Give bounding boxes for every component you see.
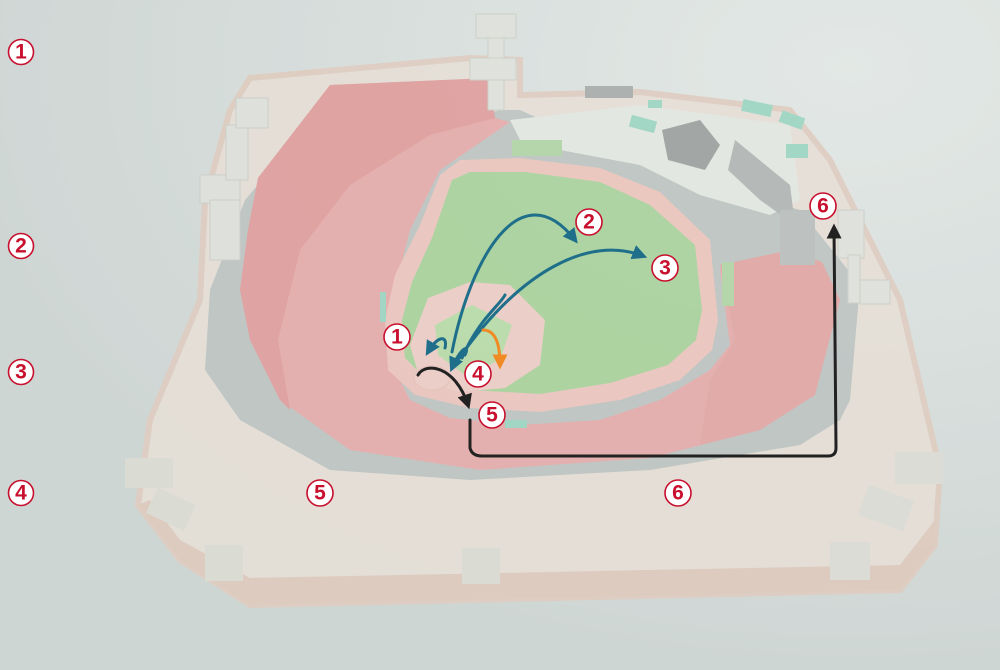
path-5-black [416,366,472,410]
right-seating [700,250,840,445]
legend: 1 2 3 4 [7,38,35,507]
legend-marker-3-label: 3 [15,361,27,384]
legend-marker-3[interactable]: 3 [7,358,35,386]
dugout-right [722,262,734,306]
field-marker-4-label: 4 [472,363,484,386]
concourse-marker-6[interactable]: 6 [664,479,692,507]
upper-deck [240,78,495,410]
path-6-black [468,223,842,458]
ball-paths [416,213,842,458]
path-4-orange [481,328,508,370]
field-marker-5-label: 5 [486,404,498,427]
field-marker-3-label: 3 [659,257,671,280]
legend-marker-4-label: 4 [15,482,27,505]
path-4-green [449,347,468,373]
field-marker-2-label: 2 [583,211,595,234]
concourse-marker-5[interactable]: 5 [306,479,334,507]
field-marker-1-label: 1 [391,326,403,349]
legend-marker-1[interactable]: 1 [7,38,35,66]
legend-marker-2-label: 2 [15,235,27,258]
field-marker-3[interactable]: 3 [651,254,679,282]
seating-bowl [240,78,835,470]
light-tower-right [837,209,891,305]
field-markers: 1 2 3 4 5 5 6 6 [306,192,837,507]
path-3-blue [456,245,648,362]
legend-marker-1-label: 1 [15,41,27,64]
legend-marker-4[interactable]: 4 [7,479,35,507]
path-2-blue [450,213,578,354]
dugout-left [380,292,386,322]
field-marker-6[interactable]: 6 [809,192,837,220]
legend-marker-2[interactable]: 2 [7,232,35,260]
field-marker-6-label: 6 [817,195,829,218]
stadium-front-rim [138,500,935,605]
concourse-marker-6-label: 6 [672,482,684,505]
outfield-structures [505,86,815,428]
field-marker-4[interactable]: 4 [464,360,492,388]
light-tower-left [199,97,269,261]
light-tower-top [469,13,517,111]
field-marker-5[interactable]: 5 [478,401,506,429]
concourse-marker-5-label: 5 [314,482,326,505]
front-buildings [125,452,943,584]
path-1-green [425,337,448,356]
field-marker-1[interactable]: 1 [383,323,411,351]
home-plate-area [413,365,451,391]
field-marker-2[interactable]: 2 [575,208,603,236]
